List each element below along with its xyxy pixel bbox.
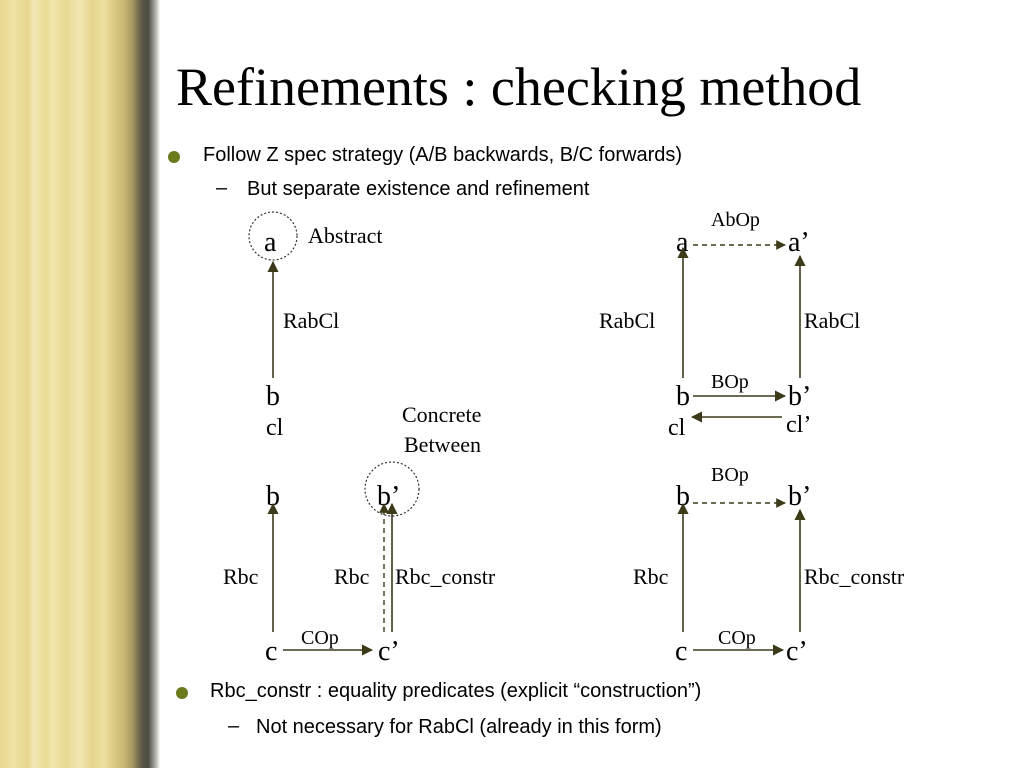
cop-label: COp	[301, 627, 339, 649]
bop-label: BOp	[711, 371, 749, 393]
sub-bullet-marker: –	[216, 177, 228, 199]
highlight-circle	[364, 461, 420, 517]
abop-label: AbOp	[711, 209, 760, 231]
node-b-prime: b’	[377, 481, 400, 512]
node-b: b	[676, 381, 690, 412]
node-c: c	[265, 636, 277, 667]
bullet-1-text: Follow Z spec strategy (A/B backwards, B…	[203, 144, 683, 166]
node-c: c	[675, 636, 687, 667]
node-c-prime: c’	[378, 636, 400, 667]
diagram-abstract: a Abstract RabCl b cl	[248, 211, 383, 441]
rabcl-right-label: RabCl	[804, 308, 860, 333]
diagram-abstract-square: AbOp a a’ RabCl RabCl BOp b b’ cl cl’	[599, 209, 860, 441]
cop-label: COp	[718, 627, 756, 649]
rbc-left-label: Rbc	[223, 564, 259, 589]
decorative-stripes	[0, 0, 160, 768]
node-cl: cl	[668, 415, 686, 441]
rbc-label: Rbc	[633, 564, 669, 589]
bullet-dot-icon	[176, 687, 188, 699]
rabcl-left-label: RabCl	[599, 308, 655, 333]
abstract-label: Abstract	[308, 223, 383, 248]
rbc-constr-label: Rbc_constr	[395, 564, 496, 589]
slide-title: Refinements : checking method	[176, 57, 862, 117]
node-a: a	[264, 227, 277, 258]
sub-bullet-marker: –	[228, 715, 240, 737]
between-label: Between	[404, 432, 481, 457]
node-cl-prime: cl’	[786, 412, 811, 438]
node-b-prime: b’	[788, 381, 811, 412]
node-c-prime: c’	[786, 636, 808, 667]
node-b-prime: b’	[788, 481, 811, 512]
bullet-2-sub-text: Not necessary for RabCl (already in this…	[256, 716, 662, 738]
node-b: b	[266, 381, 280, 412]
bop-label: BOp	[711, 464, 749, 486]
diagram-concrete-square: BOp b b’ Rbc Rbc_constr COp c c’	[633, 464, 905, 667]
concrete-label: Concrete	[402, 402, 481, 427]
rbc-constr-label: Rbc_constr	[804, 564, 905, 589]
node-a-prime: a’	[788, 227, 810, 258]
rbc-mid-label: Rbc	[334, 564, 370, 589]
bullet-1-sub-text: But separate existence and refinement	[247, 178, 590, 200]
bullet-dot-icon	[168, 151, 180, 163]
rabcl-label: RabCl	[283, 308, 339, 333]
bullet-2-text: Rbc_constr : equality predicates (explic…	[210, 680, 702, 702]
diagram-concrete-between: Concrete Between b b’ Rbc Rbc Rbc_constr…	[223, 402, 496, 667]
node-cl: cl	[266, 415, 284, 441]
highlight-circle	[248, 211, 298, 261]
